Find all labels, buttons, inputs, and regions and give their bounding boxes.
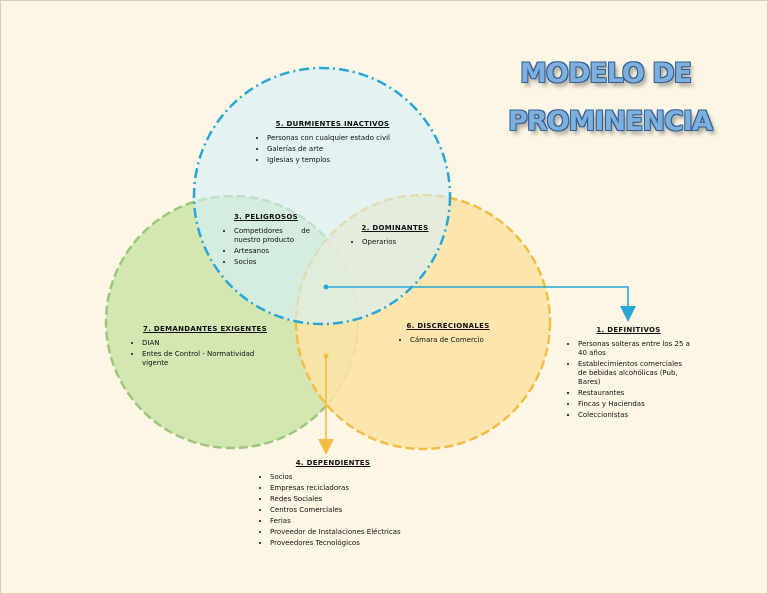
- list-item: Entes de Control - Normatividad vigente: [142, 350, 280, 368]
- list-item: Redes Sociales: [270, 495, 408, 504]
- list-item: Proveedor de Instalaciones Eléctricas: [270, 528, 408, 537]
- blue-circle-durmientes: [192, 66, 452, 326]
- list-item: Coleccionistas: [578, 411, 691, 420]
- list-item: Socios: [234, 258, 310, 267]
- list-item: Centros Comerciales: [270, 506, 408, 515]
- list-item: Establecimientos comerciales de bebidas …: [578, 360, 691, 387]
- blue-arrow-definitivos: [326, 286, 636, 322]
- list-item: Proveedores Tecnológicos: [270, 539, 408, 548]
- group-heading: 6. DISCRECIONALES: [406, 322, 490, 330]
- group-heading: 1. DEFINITIVOS: [596, 326, 661, 334]
- list-item: Empresas recicladoras: [270, 484, 408, 493]
- list-item: Ferias: [270, 517, 408, 526]
- group-demandantes-exigentes: 7. DEMANDANTES EXIGENTES DIAN Entes de C…: [130, 325, 280, 370]
- list-item: Artesanos: [234, 247, 310, 256]
- group-dominantes: 2. DOMINANTES Operarios: [350, 224, 440, 249]
- list-item: DIAN: [142, 339, 280, 348]
- group-heading: 7. DEMANDANTES EXIGENTES: [143, 325, 267, 333]
- group-heading: 2. DOMINANTES: [361, 224, 429, 232]
- list-item: Competidores de nuestro producto: [234, 227, 310, 245]
- list-item: Galerías de arte: [267, 145, 410, 154]
- group-dependientes: 4. DEPENDIENTES Socios Empresas reciclad…: [258, 459, 408, 550]
- list-item: Cámara de Comercio: [410, 336, 498, 345]
- list-item: Fincas y Haciendas: [578, 400, 691, 409]
- group-discrecionales: 6. DISCRECIONALES Cámara de Comercio: [398, 322, 498, 347]
- group-heading: 5. DURMIENTES INACTIVOS: [275, 120, 390, 128]
- group-definitivos: 1. DEFINITIVOS Personas solteras entre l…: [566, 326, 691, 422]
- group-heading: 4. DEPENDIENTES: [295, 459, 371, 467]
- group-peligrosos: 3. PELIGROSOS Competidores de nuestro pr…: [222, 213, 310, 269]
- list-item: Personas con cualquier estado civil: [267, 134, 410, 143]
- list-item: Restaurantes: [578, 389, 691, 398]
- list-item: Iglesias y templos: [267, 156, 410, 165]
- title-line-1: MODELO DE: [520, 58, 692, 89]
- list-item: Personas solteras entre los 25 a 40 años: [578, 340, 691, 358]
- title-line-2: PROMINENCIA: [508, 106, 713, 137]
- list-item: Socios: [270, 473, 408, 482]
- list-item: Operarios: [362, 238, 440, 247]
- group-durmientes: 5. DURMIENTES INACTIVOS Personas con cua…: [255, 120, 410, 167]
- group-heading: 3. PELIGROSOS: [234, 213, 298, 221]
